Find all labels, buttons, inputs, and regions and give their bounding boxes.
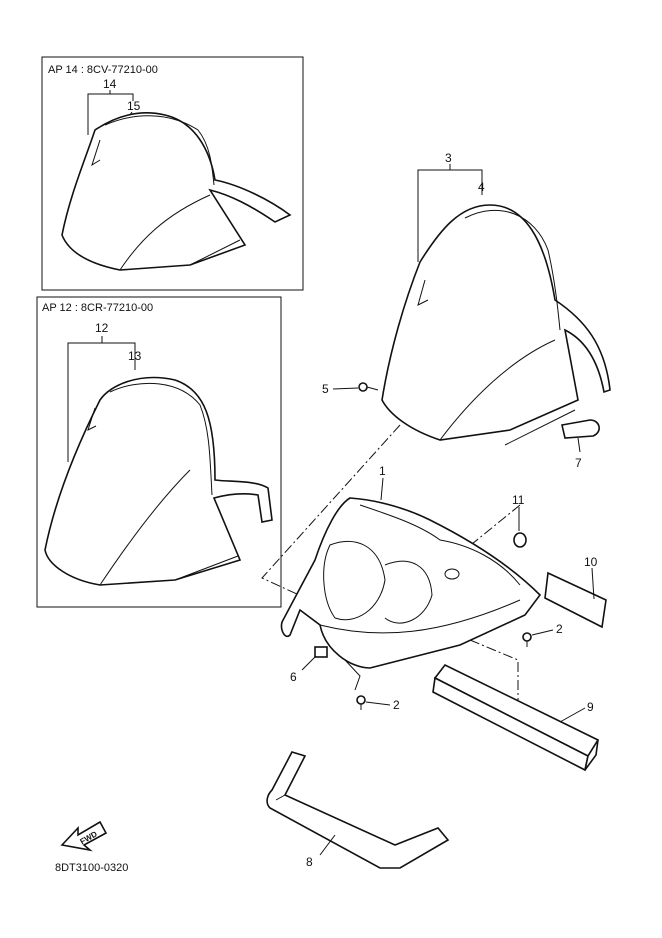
pad-9 <box>432 663 600 772</box>
callout-3: 3 <box>445 151 452 165</box>
windscreen-ap14 <box>61 112 292 271</box>
callout-2-right: 2 <box>556 622 563 636</box>
inset-ap14-frame <box>41 56 304 291</box>
callout-7: 7 <box>575 456 582 470</box>
callout-13: 13 <box>128 349 142 363</box>
callout-12: 12 <box>95 321 109 335</box>
cowling-1 <box>280 497 542 691</box>
drawing-code: 8DT3100-0320 <box>55 862 128 874</box>
callout-10: 10 <box>584 555 598 569</box>
inset-ap14: AP 14 : 8CV-77210-00 14 15 <box>41 56 304 291</box>
callout-6: 6 <box>290 670 297 684</box>
callout-15: 15 <box>127 99 141 113</box>
inset-ap12: AP 12 : 8CR-77210-00 12 13 <box>36 296 282 608</box>
windscreen-main <box>381 204 611 441</box>
windscreen-ap12 <box>44 376 273 586</box>
callout-11: 11 <box>512 493 525 507</box>
callout-14: 14 <box>103 77 117 91</box>
inset-ap14-caption: AP 14 : 8CV-77210-00 <box>48 64 158 76</box>
callout-9: 9 <box>587 700 594 714</box>
callout-2-bottom: 2 <box>393 698 400 712</box>
callout-4: 4 <box>478 180 485 194</box>
callout-1: 1 <box>379 464 386 478</box>
inset-ap12-caption: AP 12 : 8CR-77210-00 <box>42 302 153 314</box>
screw-5 <box>358 382 379 392</box>
fwd-arrow-icon: FWD <box>60 820 108 852</box>
screw-2-right <box>522 632 532 647</box>
screw-2-bottom <box>356 695 366 710</box>
seal-11 <box>513 532 527 548</box>
clip-6 <box>314 646 328 658</box>
callout-5: 5 <box>322 382 329 396</box>
main-windscreen: 3 4 5 7 <box>322 151 611 470</box>
label-10 <box>544 571 607 629</box>
trim-8 <box>266 751 450 869</box>
callout-8: 8 <box>306 855 313 869</box>
inset-ap12-frame <box>36 296 282 608</box>
grommet-7 <box>561 419 600 439</box>
cowling-body <box>280 497 542 669</box>
